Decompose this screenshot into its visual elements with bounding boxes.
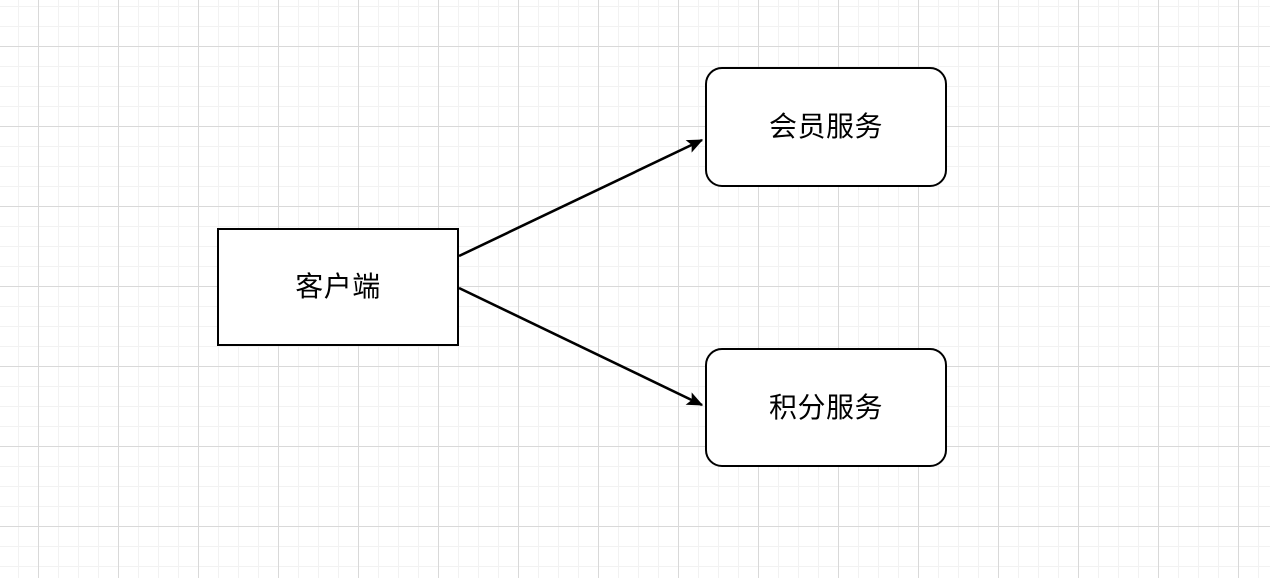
node-points-service[interactable]: 积分服务	[705, 348, 947, 467]
node-member-service[interactable]: 会员服务	[705, 67, 947, 187]
node-member-service-label: 会员服务	[768, 111, 883, 143]
node-client[interactable]: 客户端	[217, 228, 459, 346]
node-points-service-label: 积分服务	[768, 391, 883, 423]
edge-client-to-member[interactable]	[458, 138, 704, 258]
edge-client-to-points[interactable]	[458, 286, 704, 407]
node-client-label: 客户端	[295, 271, 381, 303]
